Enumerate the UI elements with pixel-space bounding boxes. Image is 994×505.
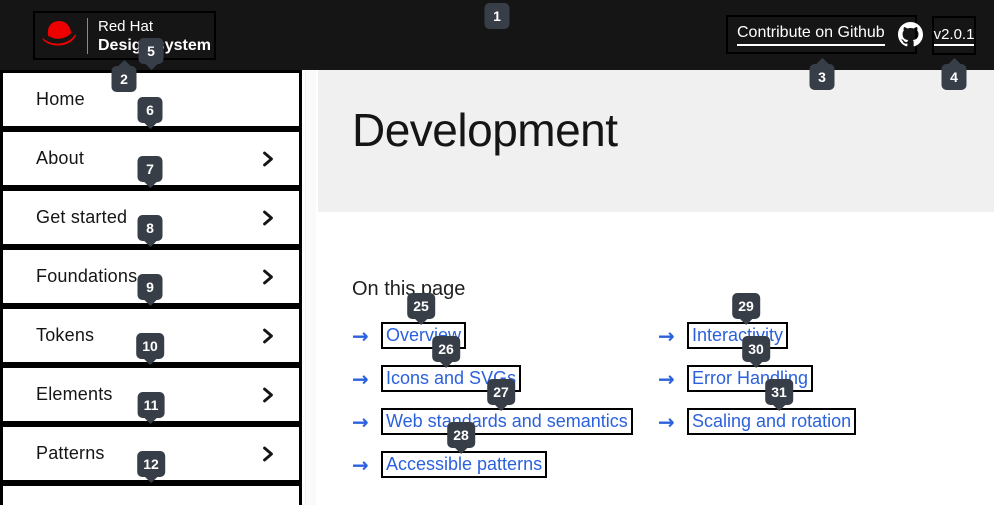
on-this-page-heading: On this page [352, 278, 466, 300]
arrow-right-icon: → [352, 366, 369, 391]
redhat-logo-icon [39, 17, 79, 54]
scrollbar-track[interactable] [305, 70, 316, 505]
annotation-badge-2: 2 [111, 66, 137, 92]
annotation-badge-7: 7 [137, 156, 163, 182]
logo-divider [87, 17, 88, 54]
annotation-badge-31: 31 [765, 379, 793, 405]
sidebar-item-label: Patterns [36, 443, 105, 463]
annotation-badge-4: 4 [941, 64, 967, 90]
annotation-badge-28: 28 [447, 422, 475, 448]
arrow-right-icon: → [352, 323, 369, 348]
toc-item: → Error Handling [658, 365, 856, 392]
toc-link-scaling-and-rotation[interactable]: Scaling and rotation [687, 408, 857, 435]
brand-home-link[interactable]: Red Hat Design system [33, 11, 216, 60]
main-content: Development On this page →Overview→Icons… [318, 70, 994, 505]
arrow-right-icon: → [658, 323, 675, 348]
sidebar-scrollbar[interactable] [302, 70, 318, 505]
sidebar-item-label: Tokens [36, 325, 95, 345]
toc-column-1: →Overview→Icons and SVGs→Web standards a… [352, 322, 658, 494]
brand-line1: Red Hat [98, 17, 154, 35]
toc-item: →Overview [352, 322, 658, 349]
toc-link-accessible-patterns[interactable]: Accessible patterns [381, 451, 548, 478]
annotation-badge-25: 25 [407, 293, 435, 319]
toc-link-icons-and-svgs[interactable]: Icons and SVGs [381, 365, 522, 392]
annotation-badge-6: 6 [137, 97, 163, 123]
annotation-badge-8: 8 [137, 215, 163, 241]
sidebar-item-label: Elements [36, 384, 113, 404]
annotation-badge-10: 10 [136, 333, 164, 359]
chevron-right-icon [262, 328, 274, 344]
chevron-right-icon [262, 269, 274, 285]
annotation-badge-5: 5 [138, 38, 164, 64]
toc-item: → Accessible patterns [352, 451, 658, 478]
version-label: v2.0.1 [933, 26, 975, 46]
sidebar-item-label: Get started [36, 207, 128, 227]
chevron-right-icon [262, 387, 274, 403]
arrow-right-icon: → [352, 409, 369, 434]
toc-item: → Scaling and rotation [658, 408, 857, 435]
arrow-right-icon: → [352, 452, 369, 477]
sidebar-item-label: Home [36, 89, 85, 109]
toc-item: → Icons and SVGs [352, 365, 658, 392]
annotation-badge-26: 26 [432, 336, 460, 362]
toc-link-interactivity[interactable]: Interactivity [687, 322, 789, 349]
toc-link-error-handling[interactable]: Error Handling [687, 365, 814, 392]
version-link[interactable]: v2.0.1 [932, 16, 976, 55]
github-icon [897, 22, 923, 47]
annotation-badge-3: 3 [809, 64, 835, 90]
sidebar-item-label: About [36, 148, 85, 168]
page-title-banner: Development [318, 70, 994, 212]
arrow-right-icon: → [658, 409, 675, 434]
toc-link-web-standards-and-semantics[interactable]: Web standards and semantics [381, 408, 633, 435]
annotation-badge-30: 30 [742, 336, 770, 362]
annotation-badge-11: 11 [137, 392, 165, 418]
contribute-on-github-link[interactable]: Contribute on Github [726, 15, 923, 54]
chevron-right-icon [262, 151, 274, 167]
sidebar-item-clipped[interactable] [0, 483, 302, 505]
annotation-badge-1: 1 [484, 3, 510, 29]
annotation-badge-9: 9 [137, 274, 163, 300]
sidebar-item-label: Foundations [36, 266, 138, 286]
contribute-label: Contribute on Github [737, 24, 885, 46]
annotation-badge-29: 29 [732, 293, 760, 319]
arrow-right-icon: → [658, 366, 675, 391]
page-title: Development [352, 104, 618, 156]
annotation-badge-12: 12 [137, 451, 165, 477]
toc-item: → Web standards and semantics [352, 408, 658, 435]
chevron-right-icon [262, 210, 274, 226]
annotation-badge-27: 27 [487, 379, 515, 405]
chevron-right-icon [262, 446, 274, 462]
